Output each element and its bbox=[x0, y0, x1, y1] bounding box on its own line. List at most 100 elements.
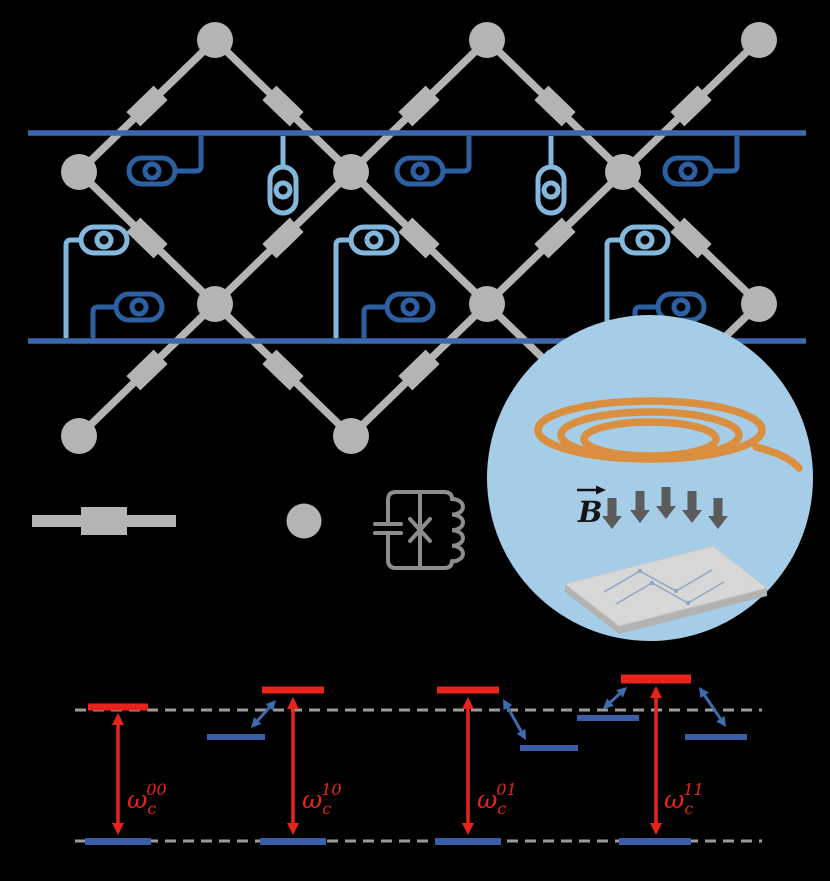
shift-arrow-head bbox=[716, 715, 726, 727]
subscript: c bbox=[322, 799, 331, 818]
coupler-wire bbox=[333, 237, 351, 338]
edge-coupler bbox=[398, 85, 440, 127]
flux-coupler-dark bbox=[662, 136, 740, 187]
coupler-wire bbox=[90, 304, 116, 338]
coupler-loop bbox=[535, 164, 567, 216]
legend-circuit-symbol bbox=[373, 490, 465, 570]
field-coil bbox=[534, 397, 803, 472]
coupler-junction-icon bbox=[129, 297, 149, 317]
edge-coupler bbox=[126, 349, 168, 391]
superscript: 11 bbox=[683, 780, 703, 799]
transition-label-01: ωc01 bbox=[477, 780, 517, 818]
coupler-loop bbox=[348, 224, 400, 256]
subscript: c bbox=[497, 799, 506, 818]
omega-symbol: ω bbox=[477, 785, 497, 814]
flux-coupler-dark bbox=[361, 291, 436, 338]
qubit-level-bar bbox=[520, 745, 578, 751]
flux-coupler-dark bbox=[126, 136, 204, 187]
shift-arrow-head bbox=[603, 698, 614, 709]
chip-edge bbox=[565, 584, 619, 634]
shift-arrow bbox=[256, 706, 271, 722]
edge-coupler bbox=[126, 217, 168, 259]
transition-arrow-head bbox=[287, 697, 299, 709]
transition-label-00: ωc00 bbox=[127, 780, 167, 818]
transition-label-10: ωc10 bbox=[302, 780, 342, 818]
field-arrow-icon bbox=[602, 498, 622, 529]
subscript: c bbox=[147, 799, 156, 818]
lattice-node bbox=[333, 154, 369, 190]
edge-coupler bbox=[534, 217, 576, 259]
coupler-junction-icon bbox=[541, 180, 561, 200]
edge-coupler bbox=[262, 217, 304, 259]
sketch-line bbox=[615, 581, 725, 605]
qubit-level-bar bbox=[577, 715, 639, 721]
shift-arrow-head bbox=[265, 700, 276, 711]
shift-arrow-head bbox=[251, 717, 262, 728]
coupler-level-bar bbox=[621, 674, 691, 684]
lattice-node bbox=[61, 154, 97, 190]
field-arrow-icon bbox=[656, 487, 676, 519]
omega-symbol: ω bbox=[127, 785, 147, 814]
edge-coupler bbox=[126, 85, 168, 127]
magnetic-field-label-group: B bbox=[577, 485, 606, 529]
legend bbox=[32, 490, 465, 570]
legend-qubit-circle bbox=[286, 503, 322, 539]
transition-arrow-head bbox=[462, 697, 474, 709]
circuit-top-wire bbox=[386, 490, 454, 526]
vector-arrowhead-icon bbox=[596, 485, 606, 495]
coupler-junction-icon bbox=[273, 180, 293, 200]
edge-coupler bbox=[670, 85, 712, 127]
coupler-loop bbox=[126, 155, 178, 187]
edge-coupler bbox=[262, 349, 304, 391]
coupler-junction-icon bbox=[410, 161, 430, 181]
qubit-level-bar bbox=[207, 734, 265, 740]
sketch-node bbox=[649, 580, 655, 586]
coupler-level-bar bbox=[88, 703, 148, 711]
coupler-loop bbox=[662, 155, 714, 187]
transition-arrow-head bbox=[112, 823, 124, 835]
superscript: 01 bbox=[496, 780, 516, 799]
coupler-level-bar bbox=[262, 686, 324, 694]
flux-couplers bbox=[63, 136, 740, 338]
lattice-node bbox=[197, 22, 233, 58]
superscript: 00 bbox=[146, 780, 166, 799]
lattice-node bbox=[469, 286, 505, 322]
coupler-junction-icon bbox=[671, 297, 691, 317]
chip-lattice-sketch bbox=[603, 568, 725, 606]
ground-level-bar bbox=[260, 838, 326, 845]
shift-arrow bbox=[703, 694, 722, 720]
edge-coupler bbox=[398, 349, 440, 391]
ground-level-bar bbox=[619, 838, 691, 845]
transition-arrow-head bbox=[112, 713, 124, 725]
coupler-wire bbox=[443, 136, 472, 174]
shift-arrow-head bbox=[516, 728, 526, 740]
lattice-node bbox=[469, 22, 505, 58]
legend-coupler-box bbox=[81, 507, 127, 535]
shift-arrow-head bbox=[699, 687, 709, 699]
flux-coupler-dark bbox=[90, 291, 165, 338]
edge-coupler bbox=[670, 217, 712, 259]
shift-arrow-head bbox=[616, 687, 627, 698]
coupler-junction-icon bbox=[400, 297, 420, 317]
ground-level-bar bbox=[85, 838, 151, 845]
magnetic-field-label: B bbox=[577, 495, 603, 529]
circuit-bottom-wire bbox=[386, 531, 454, 570]
coupler-wire bbox=[63, 237, 81, 338]
edge-coupler bbox=[534, 85, 576, 127]
subscript: c bbox=[684, 799, 693, 818]
inset-circle bbox=[487, 315, 813, 641]
energy-level-diagram bbox=[75, 674, 762, 845]
lattice-node bbox=[61, 418, 97, 454]
omega-symbol: ω bbox=[302, 785, 322, 814]
coupler-wire bbox=[711, 136, 740, 174]
coupler-wire bbox=[632, 304, 658, 338]
shift-arrow bbox=[609, 692, 621, 704]
inductor-coil-icon bbox=[450, 497, 465, 564]
coupler-loop bbox=[619, 224, 671, 256]
inset-graphics bbox=[487, 315, 813, 641]
coupler-wire bbox=[604, 237, 622, 338]
sketch-node bbox=[637, 568, 643, 574]
flux-coupler-light bbox=[63, 224, 130, 338]
